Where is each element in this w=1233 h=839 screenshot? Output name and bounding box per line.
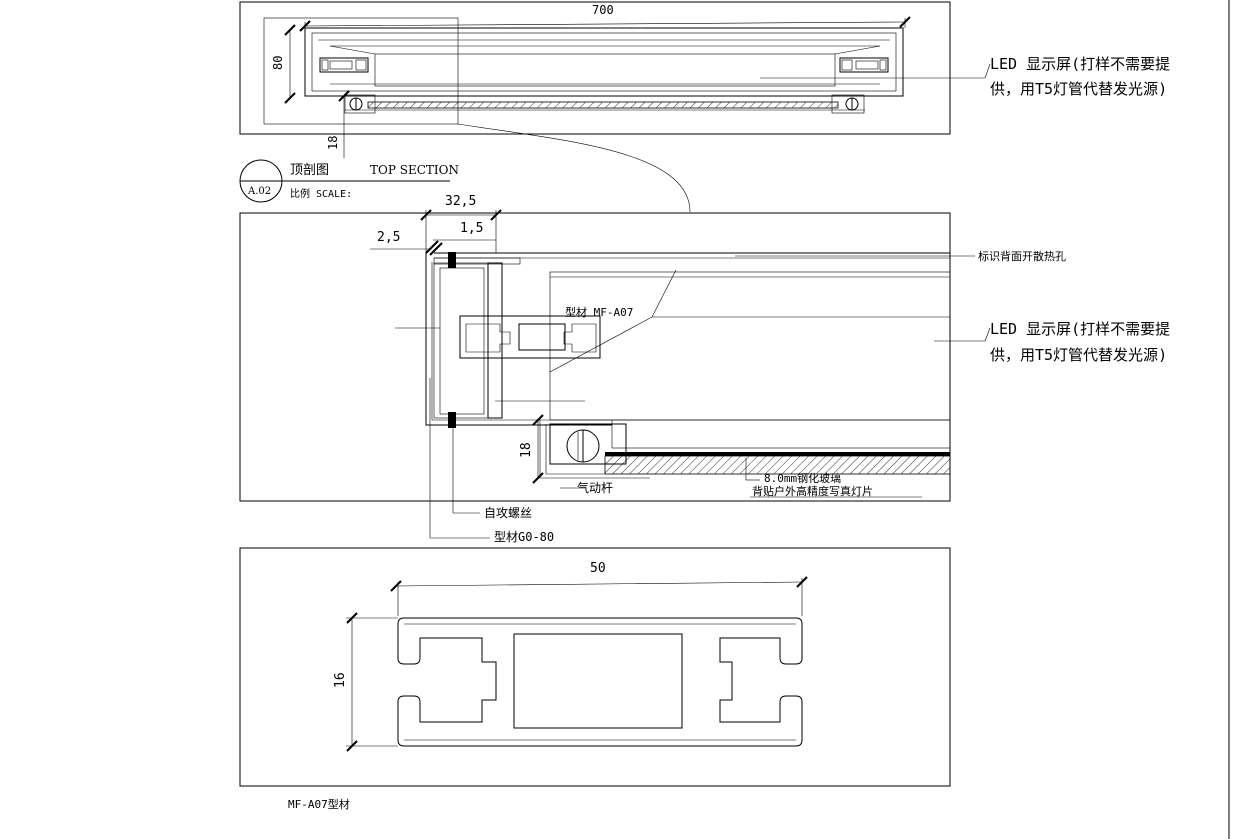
- label-profile-mf-a07: 型材 MF-A07: [565, 305, 633, 319]
- led-screen-body: [374, 53, 836, 87]
- dim-1-5-label: 1,5: [460, 221, 483, 236]
- detail-callout-leader: [457, 123, 691, 213]
- left-profile: [319, 57, 369, 73]
- dim-2-5-label: 2,5: [377, 230, 400, 245]
- top-section-frame: [239, 1, 951, 135]
- title-cn: 顶剖图: [290, 163, 329, 178]
- dimension-height-80: 80: [271, 24, 296, 104]
- profile-mf-a07-inset: [459, 315, 601, 359]
- label-tempered-glass: 8.0mm钢化玻璃: [764, 471, 841, 485]
- right-profile: [839, 57, 889, 73]
- title-en: TOP SECTION: [370, 163, 459, 177]
- section-title-block: A.02 顶剖图 TOP SECTION 比例 SCALE:: [239, 159, 459, 203]
- top-section-detail-callout-box: [263, 17, 459, 125]
- profile-mf-a07-view: 50 16 MF-A07型材: [239, 547, 951, 811]
- profile-frame: [239, 547, 951, 787]
- dimension-18-top: 18: [326, 90, 350, 158]
- detail-dimensions-top: 32,5 1,5 2,5: [370, 194, 502, 256]
- cabinet-inner-outline: [311, 32, 897, 92]
- dimension-18-detail: 18: [519, 414, 544, 484]
- gas-strut-detail: [539, 420, 650, 479]
- dim-32-5-label: 32,5: [445, 194, 476, 209]
- title-scale: 比例 SCALE:: [290, 187, 352, 200]
- dim-700-label: 700: [592, 3, 614, 17]
- dim-18-detail-label: 18: [519, 442, 534, 458]
- detail-section-view: 32,5 1,5 2,5 18 标识背面开散热孔 型材 MF-A07 LED 显…: [239, 194, 1170, 544]
- title-ref-code: A.02: [247, 186, 271, 197]
- top-section-view: 700 80 18 LED 显示屏(打样不需要提 供，用T5灯管代替发光源): [239, 1, 1170, 213]
- dim-80-label: 80: [271, 56, 285, 70]
- left-gas-strut: [344, 94, 376, 114]
- led-screen-detail: [549, 271, 951, 421]
- top-led-note-line1: LED 显示屏(打样不需要提: [990, 55, 1170, 73]
- right-gas-strut: [831, 94, 865, 114]
- dimension-height-16: 16: [333, 612, 398, 752]
- screw-top: [448, 252, 456, 268]
- dim-18-top-label: 18: [326, 136, 340, 150]
- label-gas-strut: 气动杆: [577, 480, 613, 495]
- label-vent-holes: 标识背面开散热孔: [978, 249, 1066, 263]
- detail-led-note-line1: LED 显示屏(打样不需要提: [990, 320, 1170, 338]
- top-led-note-line2: 供，用T5灯管代替发光源): [990, 80, 1167, 98]
- profile-mf-a07-outline: [397, 617, 803, 747]
- glass-hatch: [604, 455, 951, 475]
- detail-led-note-line2: 供，用T5灯管代替发光源): [990, 346, 1167, 364]
- dim-16-label: 16: [333, 672, 348, 688]
- dim-50-label: 50: [590, 561, 606, 576]
- label-profile-g0-80: 型材G0-80: [494, 530, 554, 544]
- cabinet-outline: [304, 27, 904, 97]
- screw-bottom: [448, 412, 456, 428]
- label-self-tapping-screw: 自攻螺丝: [484, 506, 532, 520]
- glass-strip-top: [367, 101, 839, 109]
- dimension-width-50: 50: [390, 561, 808, 616]
- dimension-width-700: 700: [299, 3, 911, 32]
- profile-center-cavity: [513, 633, 683, 729]
- profile-caption: MF-A07型材: [288, 797, 350, 811]
- label-backlit-film: 背贴户外高精度写真灯片: [752, 484, 873, 498]
